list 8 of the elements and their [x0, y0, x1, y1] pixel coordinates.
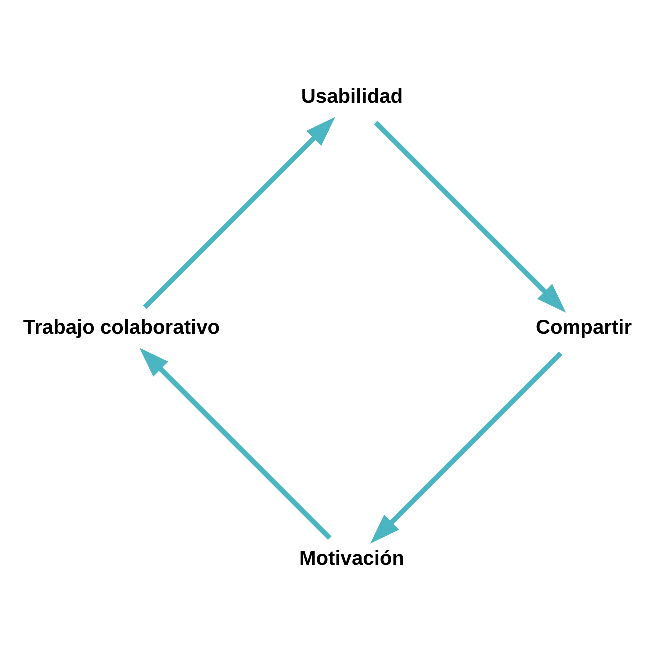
node-text: Motivación	[300, 547, 405, 570]
arrow	[140, 348, 332, 540]
node-text: Compartir	[536, 316, 632, 339]
arrow	[143, 116, 336, 309]
node-text: Trabajo colaborativo	[23, 316, 220, 339]
arrow	[370, 351, 563, 544]
arrow	[374, 120, 566, 312]
node-text: Usabilidad	[301, 86, 404, 108]
